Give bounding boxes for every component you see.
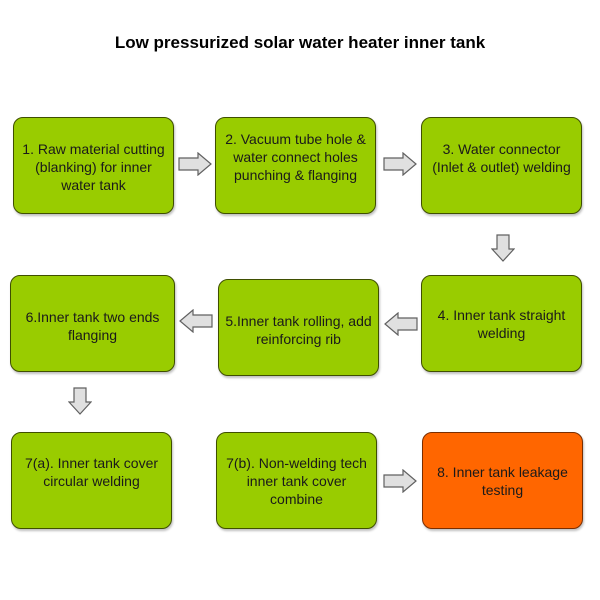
step-7a-box: 7(a). Inner tank cover circular welding bbox=[11, 432, 172, 529]
step-1-label: 1. Raw material cutting (blanking) for i… bbox=[22, 141, 165, 193]
arrow-right-icon bbox=[383, 152, 417, 176]
step-4-box: 4. Inner tank straight welding bbox=[421, 275, 582, 372]
step-7a-label: 7(a). Inner tank cover circular welding bbox=[24, 455, 159, 489]
step-7b-box: 7(b). Non-welding tech inner tank cover … bbox=[216, 432, 377, 529]
step-6-label: 6.Inner tank two ends flanging bbox=[25, 309, 160, 343]
arrow-down-icon bbox=[68, 387, 92, 415]
step-3-box: 3. Water connector (Inlet & outlet) weld… bbox=[421, 117, 582, 214]
step-3-label: 3. Water connector (Inlet & outlet) weld… bbox=[432, 141, 571, 175]
step-2-label: 2. Vacuum tube hole & water connect hole… bbox=[225, 131, 366, 183]
step-4-label: 4. Inner tank straight welding bbox=[437, 307, 566, 341]
step-6-box: 6.Inner tank two ends flanging bbox=[10, 275, 175, 372]
step-7b-label: 7(b). Non-welding tech inner tank cover … bbox=[226, 455, 367, 507]
arrow-down-icon bbox=[491, 234, 515, 262]
step-5-label: 5.Inner tank rolling, add reinforcing ri… bbox=[225, 313, 372, 347]
step-8-box: 8. Inner tank leakage testing bbox=[422, 432, 583, 529]
step-8-label: 8. Inner tank leakage testing bbox=[437, 464, 568, 498]
arrow-left-icon bbox=[384, 312, 418, 336]
arrow-right-icon bbox=[383, 469, 417, 493]
step-1-box: 1. Raw material cutting (blanking) for i… bbox=[13, 117, 174, 214]
step-5-box: 5.Inner tank rolling, add reinforcing ri… bbox=[218, 279, 379, 376]
diagram-title: Low pressurized solar water heater inner… bbox=[114, 33, 486, 52]
arrow-right-icon bbox=[178, 152, 212, 176]
step-2-box: 2. Vacuum tube hole & water connect hole… bbox=[215, 117, 376, 214]
arrow-left-icon bbox=[179, 309, 213, 333]
